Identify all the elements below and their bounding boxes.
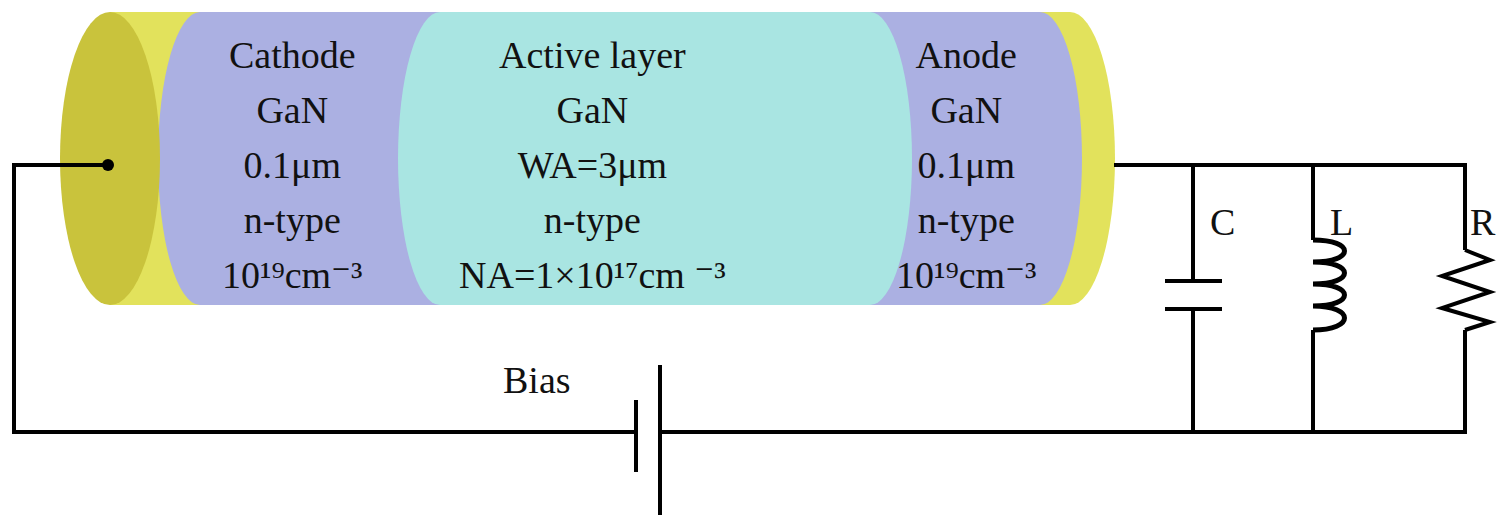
layer-property: NA=1×10¹⁷cm ⁻³ (459, 248, 726, 303)
layer-property: 10¹⁹cm⁻³ (222, 248, 363, 303)
end-face (60, 12, 160, 305)
layer-band: CathodeGaN0.1μmn-type10¹⁹cm⁻³ (222, 28, 363, 303)
layer-name: Cathode (222, 28, 363, 83)
layer-property: GaN (896, 83, 1037, 138)
contact-shell (110, 12, 1115, 305)
component-label: C (1210, 200, 1235, 244)
layer-property: GaN (459, 83, 726, 138)
component-label: R (1470, 200, 1495, 244)
layer-property: n-type (222, 193, 363, 248)
layer-name: Active layer (459, 28, 726, 83)
layer-property: 0.1μm (896, 138, 1037, 193)
inductor-symbol (1313, 240, 1345, 330)
layer-property: GaN (222, 83, 363, 138)
doped-region (158, 12, 1082, 305)
capacitor-symbol (1165, 281, 1222, 309)
resistor-symbol (1442, 250, 1490, 330)
active-region (398, 12, 912, 305)
layer-property: n-type (459, 193, 726, 248)
layer-property: WA=3μm (459, 138, 726, 193)
layer-property: 10¹⁹cm⁻³ (896, 248, 1037, 303)
layer-name: Anode (896, 28, 1037, 83)
terminal-dot (102, 159, 114, 171)
layer-band: Active layerGaNWA=3μmn-typeNA=1×10¹⁷cm ⁻… (459, 28, 726, 303)
layer-property: 0.1μm (222, 138, 363, 193)
layer-band: AnodeGaN0.1μmn-type10¹⁹cm⁻³ (896, 28, 1037, 303)
battery-symbol (636, 365, 660, 515)
component-label: L (1330, 200, 1353, 244)
source-label: Bias (503, 358, 571, 402)
layer-property: n-type (896, 193, 1037, 248)
circuit-wires (14, 165, 1465, 432)
